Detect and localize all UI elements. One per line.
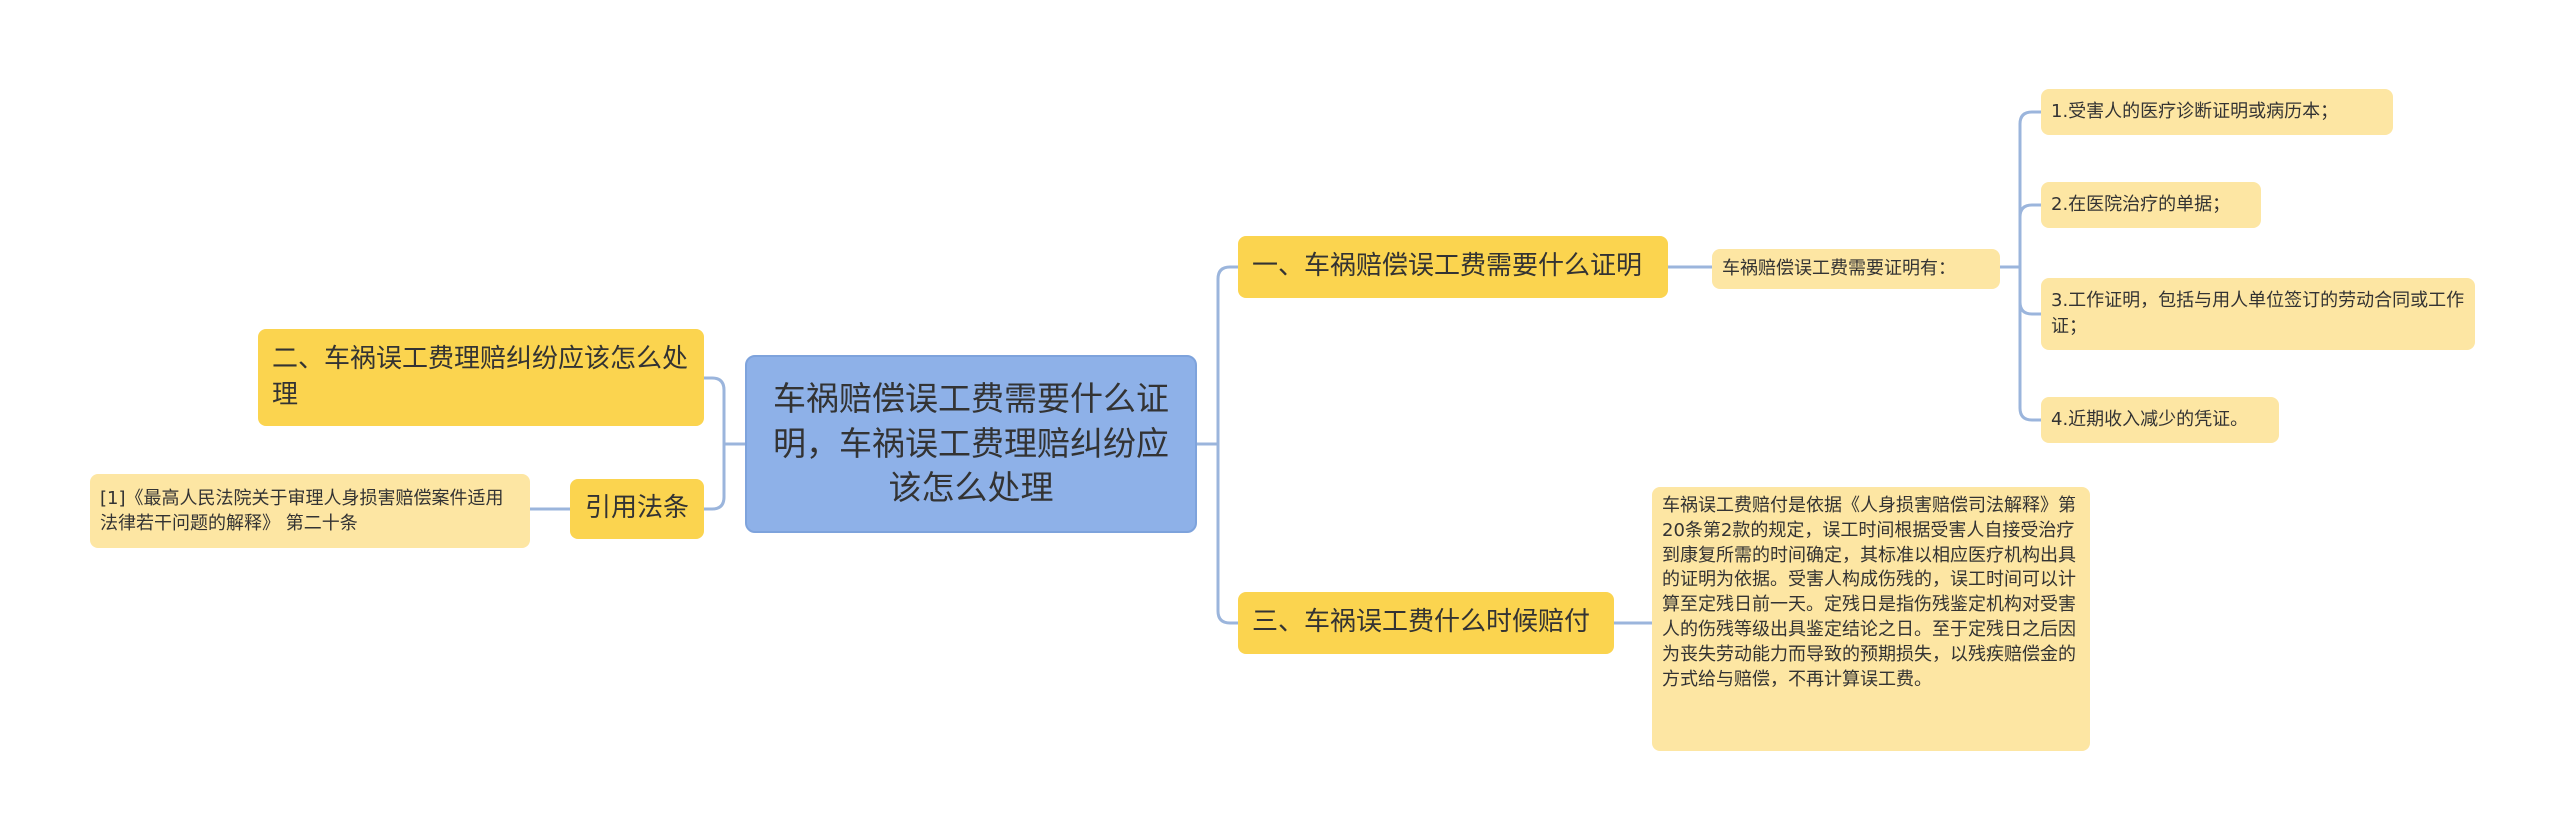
evidence-item-3[interactable]: 3.工作证明，包括与用人单位签订的劳动合同或工作证； — [2041, 278, 2475, 350]
evidence-item-2-text: 2.在医院治疗的单据； — [2051, 193, 2231, 215]
branch-evidence-required[interactable]: 一、车祸赔偿误工费需要什么证明 — [1238, 236, 1668, 298]
branch-dispute-handling[interactable]: 二、车祸误工费理赔纠纷应该怎么处理 — [258, 329, 704, 426]
connector-sub-item4 — [2000, 265, 2041, 422]
evidence-item-1[interactable]: 1.受害人的医疗诊断证明或病历本； — [2041, 89, 2393, 135]
connector-root-branch2 — [704, 376, 745, 446]
evidence-item-4[interactable]: 4.近期收入减少的凭证。 — [2041, 397, 2279, 443]
cited-law-reference[interactable]: [1]《最高人民法院关于审理人身损害赔偿案件适用法律若干问题的解释》 第二十条 — [90, 474, 530, 548]
connector-root-branch4 — [704, 442, 745, 511]
root-topic[interactable]: 车祸赔偿误工费需要什么证明，车祸误工费理赔纠纷应该怎么处理 — [745, 355, 1197, 533]
evidence-list-heading-text: 车祸赔偿误工费需要证明有： — [1722, 257, 1956, 279]
connector-sub-item3 — [2000, 265, 2041, 316]
evidence-item-3-text: 3.工作证明，包括与用人单位签订的劳动合同或工作证； — [2051, 289, 2465, 337]
connector-root-branch3 — [1197, 442, 1238, 625]
evidence-item-2[interactable]: 2.在医院治疗的单据； — [2041, 182, 2261, 228]
cited-law-reference-text: [1]《最高人民法院关于审理人身损害赔偿案件适用法律若干问题的解释》 第二十条 — [100, 487, 504, 534]
branch-cited-law-label: 引用法条 — [584, 493, 689, 524]
branch-dispute-handling-label: 二、车祸误工费理赔纠纷应该怎么处理 — [272, 344, 689, 410]
connector-sub-item1 — [2000, 110, 2041, 269]
payment-timing-detail-text: 车祸误工费赔付是依据《人身损害赔偿司法解释》第20条第2款的规定，误工时间根据受… — [1662, 495, 2076, 690]
branch-evidence-required-label: 一、车祸赔偿误工费需要什么证明 — [1252, 251, 1643, 282]
branch-payment-timing-label: 三、车祸误工费什么时候赔付 — [1252, 607, 1591, 638]
payment-timing-detail[interactable]: 车祸误工费赔付是依据《人身损害赔偿司法解释》第20条第2款的规定，误工时间根据受… — [1652, 487, 2090, 751]
branch-payment-timing[interactable]: 三、车祸误工费什么时候赔付 — [1238, 592, 1614, 654]
evidence-list-heading[interactable]: 车祸赔偿误工费需要证明有： — [1712, 249, 2000, 289]
root-topic-text: 车祸赔偿误工费需要什么证明，车祸误工费理赔纠纷应该怎么处理 — [773, 379, 1169, 508]
connector-sub-item2 — [2000, 203, 2041, 269]
connector-root-branch1 — [1197, 265, 1238, 446]
branch-cited-law[interactable]: 引用法条 — [570, 479, 704, 539]
evidence-item-4-text: 4.近期收入减少的凭证。 — [2051, 408, 2249, 430]
evidence-item-1-text: 1.受害人的医疗诊断证明或病历本； — [2051, 100, 2339, 122]
